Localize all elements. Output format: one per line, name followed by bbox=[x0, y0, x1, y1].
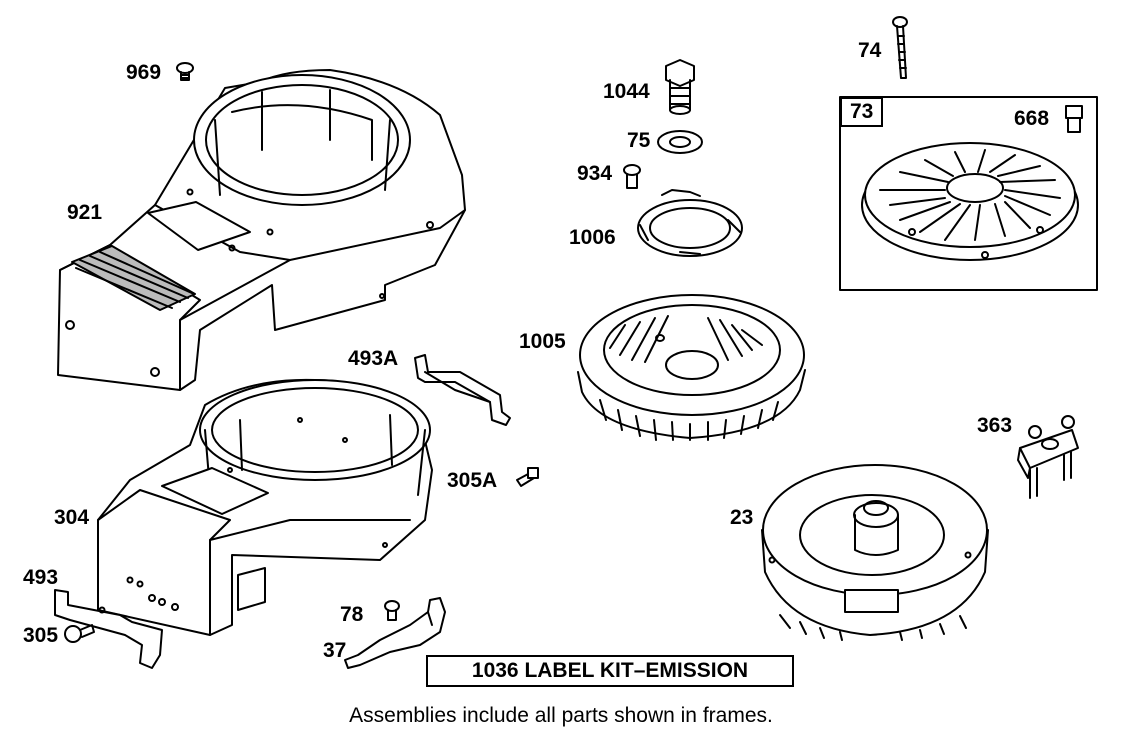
callout-75: 75 bbox=[627, 129, 651, 152]
screw-305A bbox=[516, 467, 539, 487]
rotating-screen-73 bbox=[861, 142, 1079, 261]
frame-label-73: 73 bbox=[840, 97, 884, 127]
flywheel-fan-1005 bbox=[577, 294, 806, 441]
bracket-493 bbox=[54, 589, 163, 669]
washer-75 bbox=[657, 130, 703, 154]
blower-housing-base-304 bbox=[97, 378, 433, 636]
callout-37: 37 bbox=[323, 639, 347, 662]
callout-74: 74 bbox=[858, 39, 882, 62]
callout-305: 305 bbox=[23, 624, 59, 647]
screw-668 bbox=[1065, 105, 1083, 133]
callout-1005: 1005 bbox=[519, 330, 566, 353]
callout-305A: 305A bbox=[447, 469, 498, 492]
label-kit-box: 1036 LABEL KIT–EMISSION bbox=[426, 655, 794, 687]
screw-934 bbox=[623, 164, 641, 189]
ratchet-1006 bbox=[637, 189, 743, 257]
callout-493: 493 bbox=[23, 566, 59, 589]
screw-305 bbox=[64, 624, 95, 643]
nut-1044 bbox=[665, 59, 695, 115]
callout-969: 969 bbox=[126, 61, 162, 84]
screw-74 bbox=[892, 16, 908, 79]
air-guide-37 bbox=[344, 597, 446, 669]
callout-668: 668 bbox=[1014, 107, 1050, 130]
callout-921: 921 bbox=[67, 201, 103, 224]
bracket-493A bbox=[414, 354, 511, 426]
callout-23: 23 bbox=[730, 506, 754, 529]
callout-1044: 1044 bbox=[603, 80, 650, 103]
callout-934: 934 bbox=[577, 162, 613, 185]
screw-78 bbox=[384, 600, 400, 621]
footnote: Assemblies include all parts shown in fr… bbox=[349, 704, 773, 727]
flywheel-23 bbox=[761, 464, 989, 641]
armature-363 bbox=[1017, 415, 1079, 499]
screw-969 bbox=[176, 62, 194, 81]
callout-363: 363 bbox=[977, 414, 1013, 437]
callout-493A: 493A bbox=[348, 347, 399, 370]
blower-housing-921 bbox=[57, 69, 466, 391]
callout-304: 304 bbox=[54, 506, 90, 529]
callout-78: 78 bbox=[340, 603, 364, 626]
frame-73 bbox=[839, 96, 1098, 291]
callout-1006: 1006 bbox=[569, 226, 616, 249]
